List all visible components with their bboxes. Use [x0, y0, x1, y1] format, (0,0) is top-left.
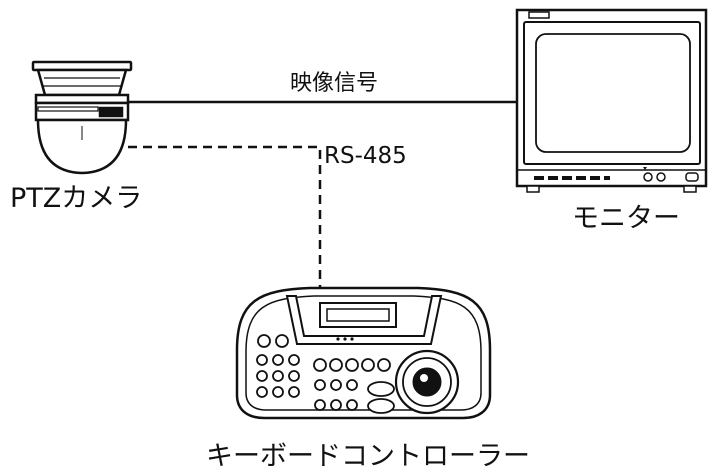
monitor-label: モニター: [572, 203, 680, 234]
rs485-label: RS-485: [324, 143, 407, 169]
keyboard-controller-label: キーボードコントローラー: [206, 441, 530, 472]
rs485-line: [128, 145, 322, 288]
video-signal-label: 映像信号: [290, 71, 379, 96]
crt-monitor-icon: [515, 8, 708, 193]
ptz-camera-label: PTZカメラ: [10, 183, 143, 214]
ptz-dome-camera-icon: [31, 60, 133, 175]
keyboard-controller-icon: [235, 286, 492, 420]
